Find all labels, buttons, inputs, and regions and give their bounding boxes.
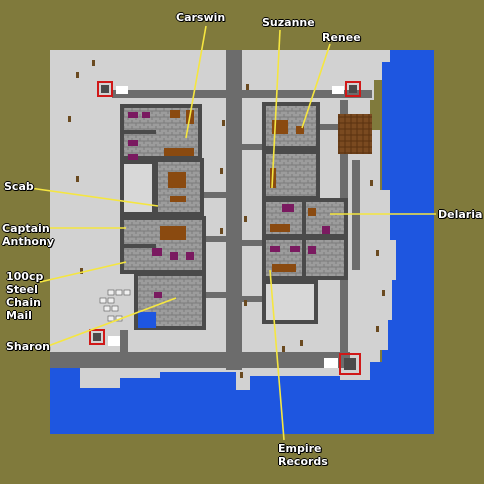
label-delaria: Delaria <box>438 208 483 221</box>
label-renee: Renee <box>322 31 361 44</box>
label-sharon: Sharon <box>6 340 50 353</box>
trees <box>68 60 385 378</box>
label-empire-records: Empire Records <box>278 442 328 468</box>
label-steel-chain-mail: 100cp Steel Chain Mail <box>6 270 44 322</box>
label-captain-anthony: Captain Anthony <box>2 222 54 248</box>
west-buildings <box>120 104 206 330</box>
east-buildings <box>262 102 348 324</box>
leader-lines <box>29 25 436 441</box>
label-scab: Scab <box>4 180 34 193</box>
boulders <box>99 289 131 322</box>
label-carswin: Carswin <box>176 11 226 24</box>
label-suzanne: Suzanne <box>262 16 315 29</box>
stairs <box>108 86 344 368</box>
portals <box>89 81 361 375</box>
farm-field <box>338 114 372 154</box>
